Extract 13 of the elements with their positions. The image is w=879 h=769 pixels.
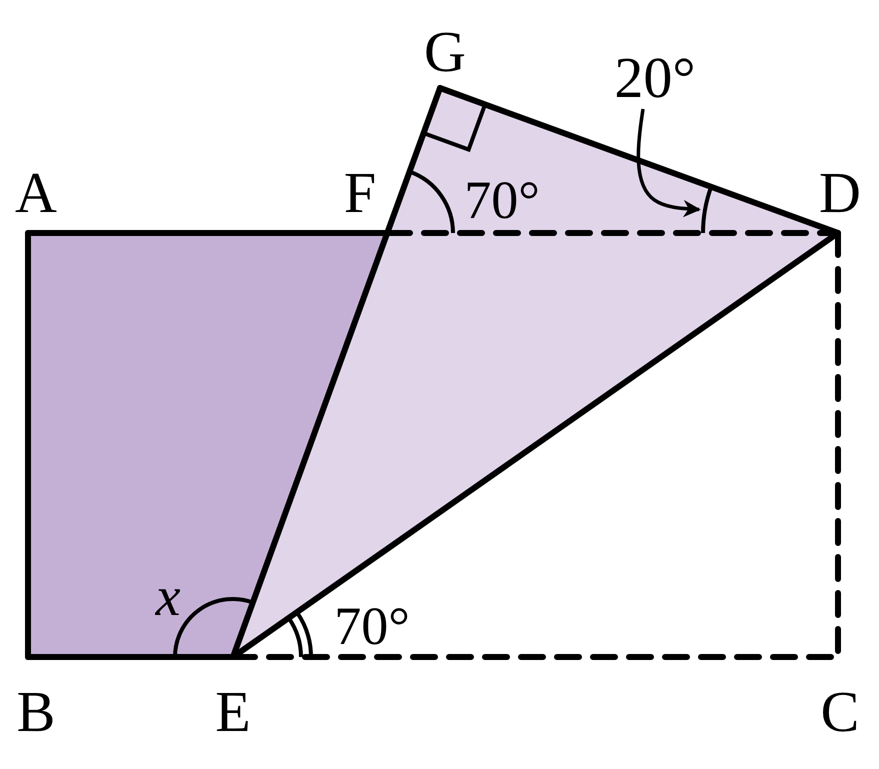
leader-arrow xyxy=(636,108,701,218)
angle-arc xyxy=(701,186,714,234)
angle-label: 20° xyxy=(614,49,696,107)
point-label: D xyxy=(819,164,861,222)
point-label: C xyxy=(820,683,860,741)
point-label: A xyxy=(15,164,57,222)
point-label: F xyxy=(344,164,376,222)
point-label: G xyxy=(424,23,466,81)
point-label: B xyxy=(16,683,56,741)
angle-label: 70° xyxy=(334,599,410,653)
angle-label: 70° xyxy=(464,173,540,227)
point-label: E xyxy=(215,683,251,741)
variable-label: x xyxy=(156,569,180,625)
